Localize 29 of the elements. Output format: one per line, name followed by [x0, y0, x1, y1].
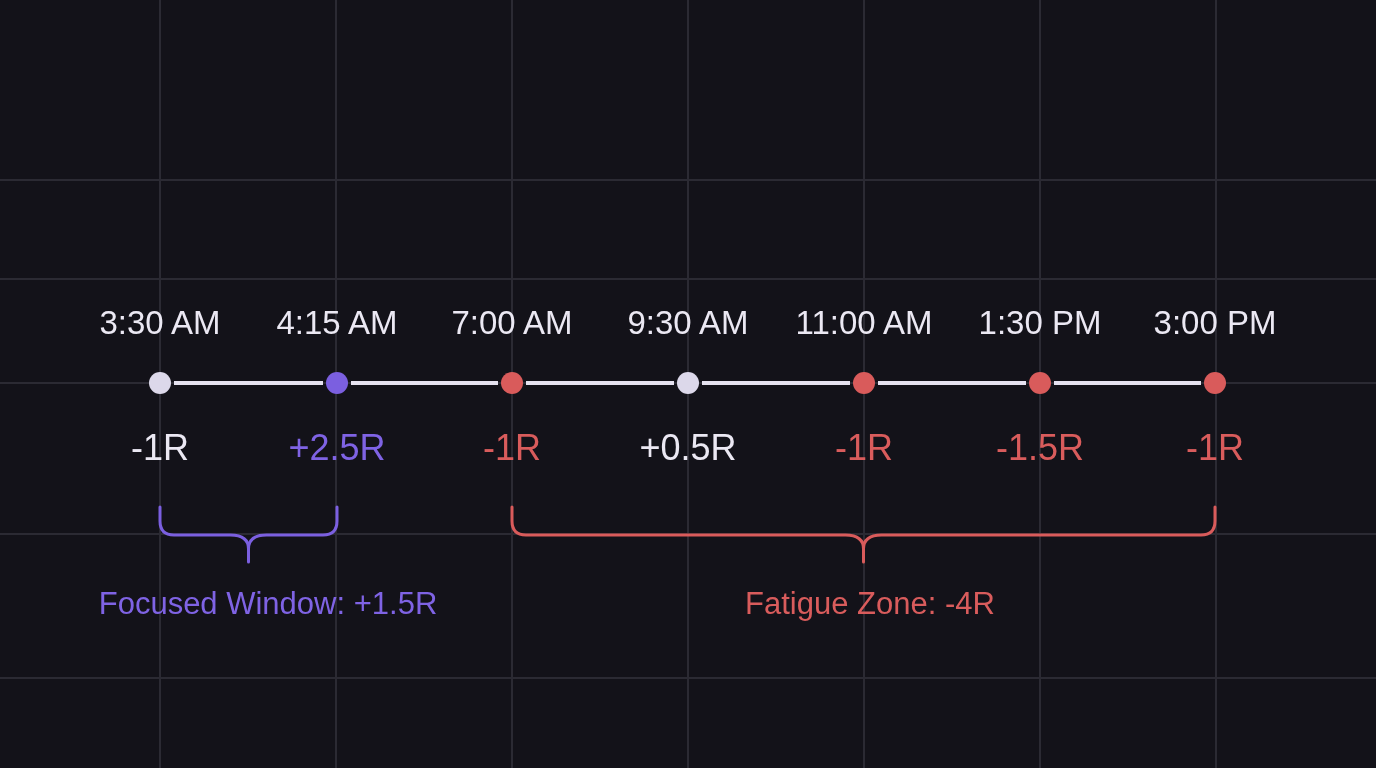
r-multiple-value: -1.5R: [996, 430, 1084, 466]
time-label: 1:30 PM: [978, 305, 1102, 339]
connector-line: [351, 381, 498, 385]
timeline-dot: [677, 372, 699, 394]
r-multiple-value: -1R: [483, 430, 541, 466]
timeline-dot: [501, 372, 523, 394]
r-multiple-value: +0.5R: [639, 430, 737, 466]
timeline-dot: [1204, 372, 1226, 394]
connector-line: [702, 381, 850, 385]
timeline-dot: [149, 372, 171, 394]
time-label: 7:00 AM: [451, 305, 573, 339]
connector-line: [526, 381, 674, 385]
r-multiple-value: -1R: [1186, 430, 1244, 466]
connector-line: [1054, 381, 1201, 385]
r-multiple-value: -1R: [835, 430, 893, 466]
connector-line: [878, 381, 1026, 385]
zone-annotation: Fatigue Zone: -4R: [745, 587, 995, 619]
timeline-dot: [326, 372, 348, 394]
time-label: 9:30 AM: [627, 305, 749, 339]
time-label: 3:30 AM: [99, 305, 221, 339]
time-label: 3:00 PM: [1153, 305, 1277, 339]
time-label: 11:00 AM: [795, 305, 933, 339]
r-multiple-value: +2.5R: [288, 430, 386, 466]
zone-annotation: Focused Window: +1.5R: [98, 587, 438, 619]
r-multiple-value: -1R: [131, 430, 189, 466]
timeline-dot: [1029, 372, 1051, 394]
time-label: 4:15 AM: [276, 305, 398, 339]
timeline-dot: [853, 372, 875, 394]
connector-line: [174, 381, 323, 385]
